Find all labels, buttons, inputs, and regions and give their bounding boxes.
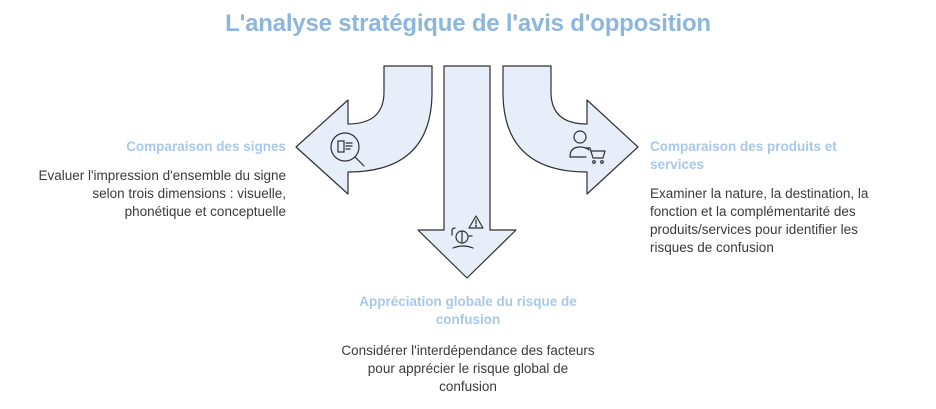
document-search-icon: [330, 132, 365, 167]
diagram-title: L'analyse stratégique de l'avis d'opposi…: [225, 10, 711, 37]
left-heading: Comparaison des signes: [126, 139, 286, 154]
right-curved-arrow: [502, 65, 639, 195]
middle-down-arrow: [417, 65, 517, 279]
user-cart-icon: [569, 130, 606, 164]
warning-scale-icon: [451, 215, 484, 249]
middle-heading: Appréciation globale du risque de confus…: [359, 294, 577, 327]
left-curved-arrow: [295, 65, 433, 195]
middle-description: Considérer l'interdépendance des facteur…: [341, 343, 595, 394]
right-description: Examiner la nature, la destination, la f…: [650, 186, 869, 255]
left-description: Evaluer l'impression d'ensemble du signe…: [38, 168, 286, 219]
right-heading: Comparaison des produits et services: [650, 139, 837, 172]
